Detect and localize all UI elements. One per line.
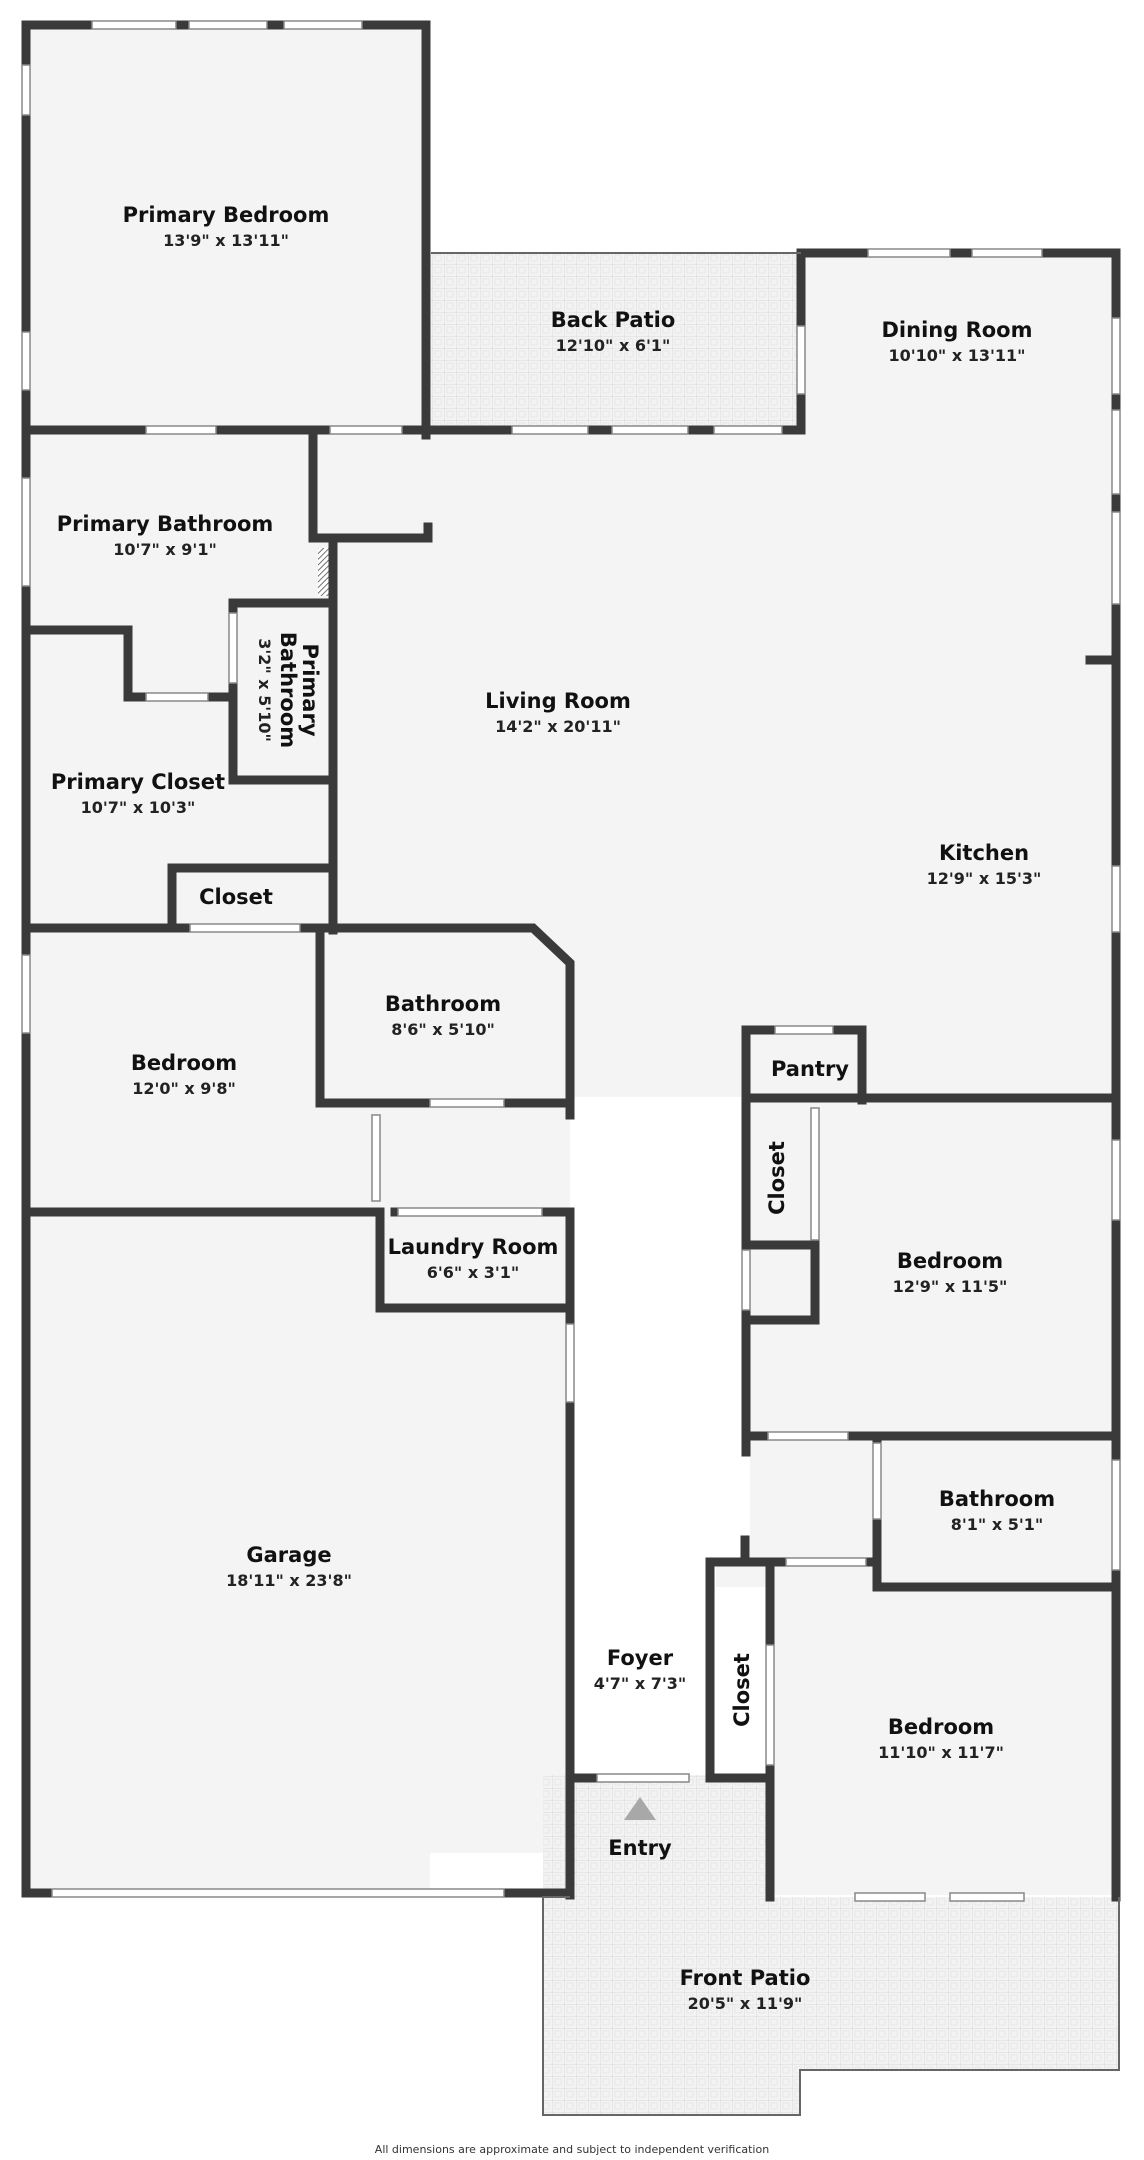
entry-arrow-icon [624, 1797, 656, 1820]
room-name-primary-closet: Primary Closet [51, 770, 225, 794]
room-dims-dining-room: 10'10" x 13'11" [889, 346, 1026, 365]
window [429, 1098, 505, 1108]
room-dims-back-patio: 12'10" x 6'1" [556, 336, 671, 355]
windows [21, 20, 1121, 1902]
window [283, 20, 363, 30]
room-name-closet-right: Closet [765, 1141, 789, 1215]
window [741, 1249, 751, 1311]
window [810, 1107, 820, 1241]
window [21, 477, 31, 587]
window [1111, 1139, 1121, 1221]
room-name-bedroom-right-lower: Bedroom [888, 1715, 994, 1739]
room-dims-foyer: 4'7" x 7'3" [594, 1674, 686, 1693]
room-dims-primary-bathroom: 10'7" x 9'1" [113, 540, 217, 559]
room-dims-primary-bathroom-small: 3'2" x 5'10" [255, 638, 274, 742]
window [188, 20, 268, 30]
room-name-bedroom-left: Bedroom [131, 1051, 237, 1075]
window [767, 1431, 849, 1441]
room-name-back-patio: Back Patio [551, 308, 676, 332]
window [329, 425, 403, 435]
front-patio-outline [542, 1896, 1120, 2116]
window [611, 425, 689, 435]
window [565, 1323, 575, 1403]
room-labels: Primary Bedroom 13'9" x 13'11" Back Pati… [51, 203, 1055, 2156]
room-dims-kitchen: 12'9" x 15'3" [927, 869, 1042, 888]
window [189, 923, 301, 933]
room-dims-bathroom-center: 8'6" x 5'10" [391, 1020, 495, 1039]
room-name-dining-room: Dining Room [882, 318, 1033, 342]
window [867, 248, 951, 258]
room-dims-garage: 18'11" x 23'8" [226, 1571, 352, 1590]
room-name-laundry-room: Laundry Room [388, 1235, 559, 1259]
room-name-primary-bedroom: Primary Bedroom [123, 203, 330, 227]
room-name-closet-upper: Closet [199, 885, 273, 909]
room-name-primary-bathroom-small-line1: Primary [298, 643, 322, 736]
primary-bedroom-floor [26, 25, 426, 430]
window [872, 1442, 882, 1520]
room-name-kitchen: Kitchen [939, 841, 1029, 865]
back-patio-floor [431, 253, 801, 428]
room-name-entry: Entry [608, 1836, 672, 1860]
window [1111, 865, 1121, 933]
window [371, 1114, 381, 1202]
front-patio-floor [543, 1775, 1119, 2115]
window [21, 331, 31, 391]
room-name-bedroom-right-upper: Bedroom [897, 1249, 1003, 1273]
room-dims-laundry-room: 6'6" x 3'1" [427, 1263, 519, 1282]
window [713, 425, 783, 435]
window [1111, 409, 1121, 495]
room-name-primary-bathroom: Primary Bathroom [57, 512, 274, 536]
room-dims-primary-closet: 10'7" x 10'3" [81, 798, 196, 817]
window [511, 425, 589, 435]
window [785, 1557, 867, 1567]
window [1111, 317, 1121, 395]
window [228, 612, 238, 684]
room-name-bathroom-center: Bathroom [385, 992, 501, 1016]
room-name-living-room: Living Room [485, 689, 631, 713]
room-name-front-patio: Front Patio [680, 1966, 811, 1990]
room-name-garage: Garage [246, 1543, 331, 1567]
room-name-foyer: Foyer [607, 1646, 674, 1670]
window [765, 1644, 775, 1766]
window [596, 1773, 690, 1783]
disclaimer-text: All dimensions are approximate and subje… [375, 2143, 769, 2156]
room-dims-bedroom-right-upper: 12'9" x 11'5" [893, 1277, 1008, 1296]
room-name-closet-foyer: Closet [730, 1653, 754, 1727]
window [949, 1892, 1025, 1902]
window [21, 954, 31, 1034]
window [21, 64, 31, 116]
room-dims-living-room: 14'2" x 20'11" [495, 717, 621, 736]
room-name-primary-bathroom-small-line2: Bathroom [276, 632, 300, 748]
room-dims-primary-bedroom: 13'9" x 13'11" [163, 231, 289, 250]
window [796, 325, 806, 395]
window [91, 20, 177, 30]
room-name-bathroom-right: Bathroom [939, 1487, 1055, 1511]
room-dims-front-patio: 20'5" x 11'9" [688, 1994, 803, 2013]
window [774, 1025, 834, 1035]
window [1111, 511, 1121, 605]
room-dims-bathroom-right: 8'1" x 5'1" [951, 1515, 1043, 1534]
window [397, 1207, 543, 1217]
window [145, 425, 217, 435]
room-name-pantry: Pantry [771, 1057, 849, 1081]
room-dims-bedroom-right-lower: 11'10" x 11'7" [878, 1743, 1004, 1762]
window [854, 1892, 926, 1902]
window [1111, 1459, 1121, 1571]
window [971, 248, 1043, 258]
room-dims-bedroom-left: 12'0" x 9'8" [132, 1079, 236, 1098]
window [51, 1888, 505, 1898]
window [145, 692, 209, 702]
